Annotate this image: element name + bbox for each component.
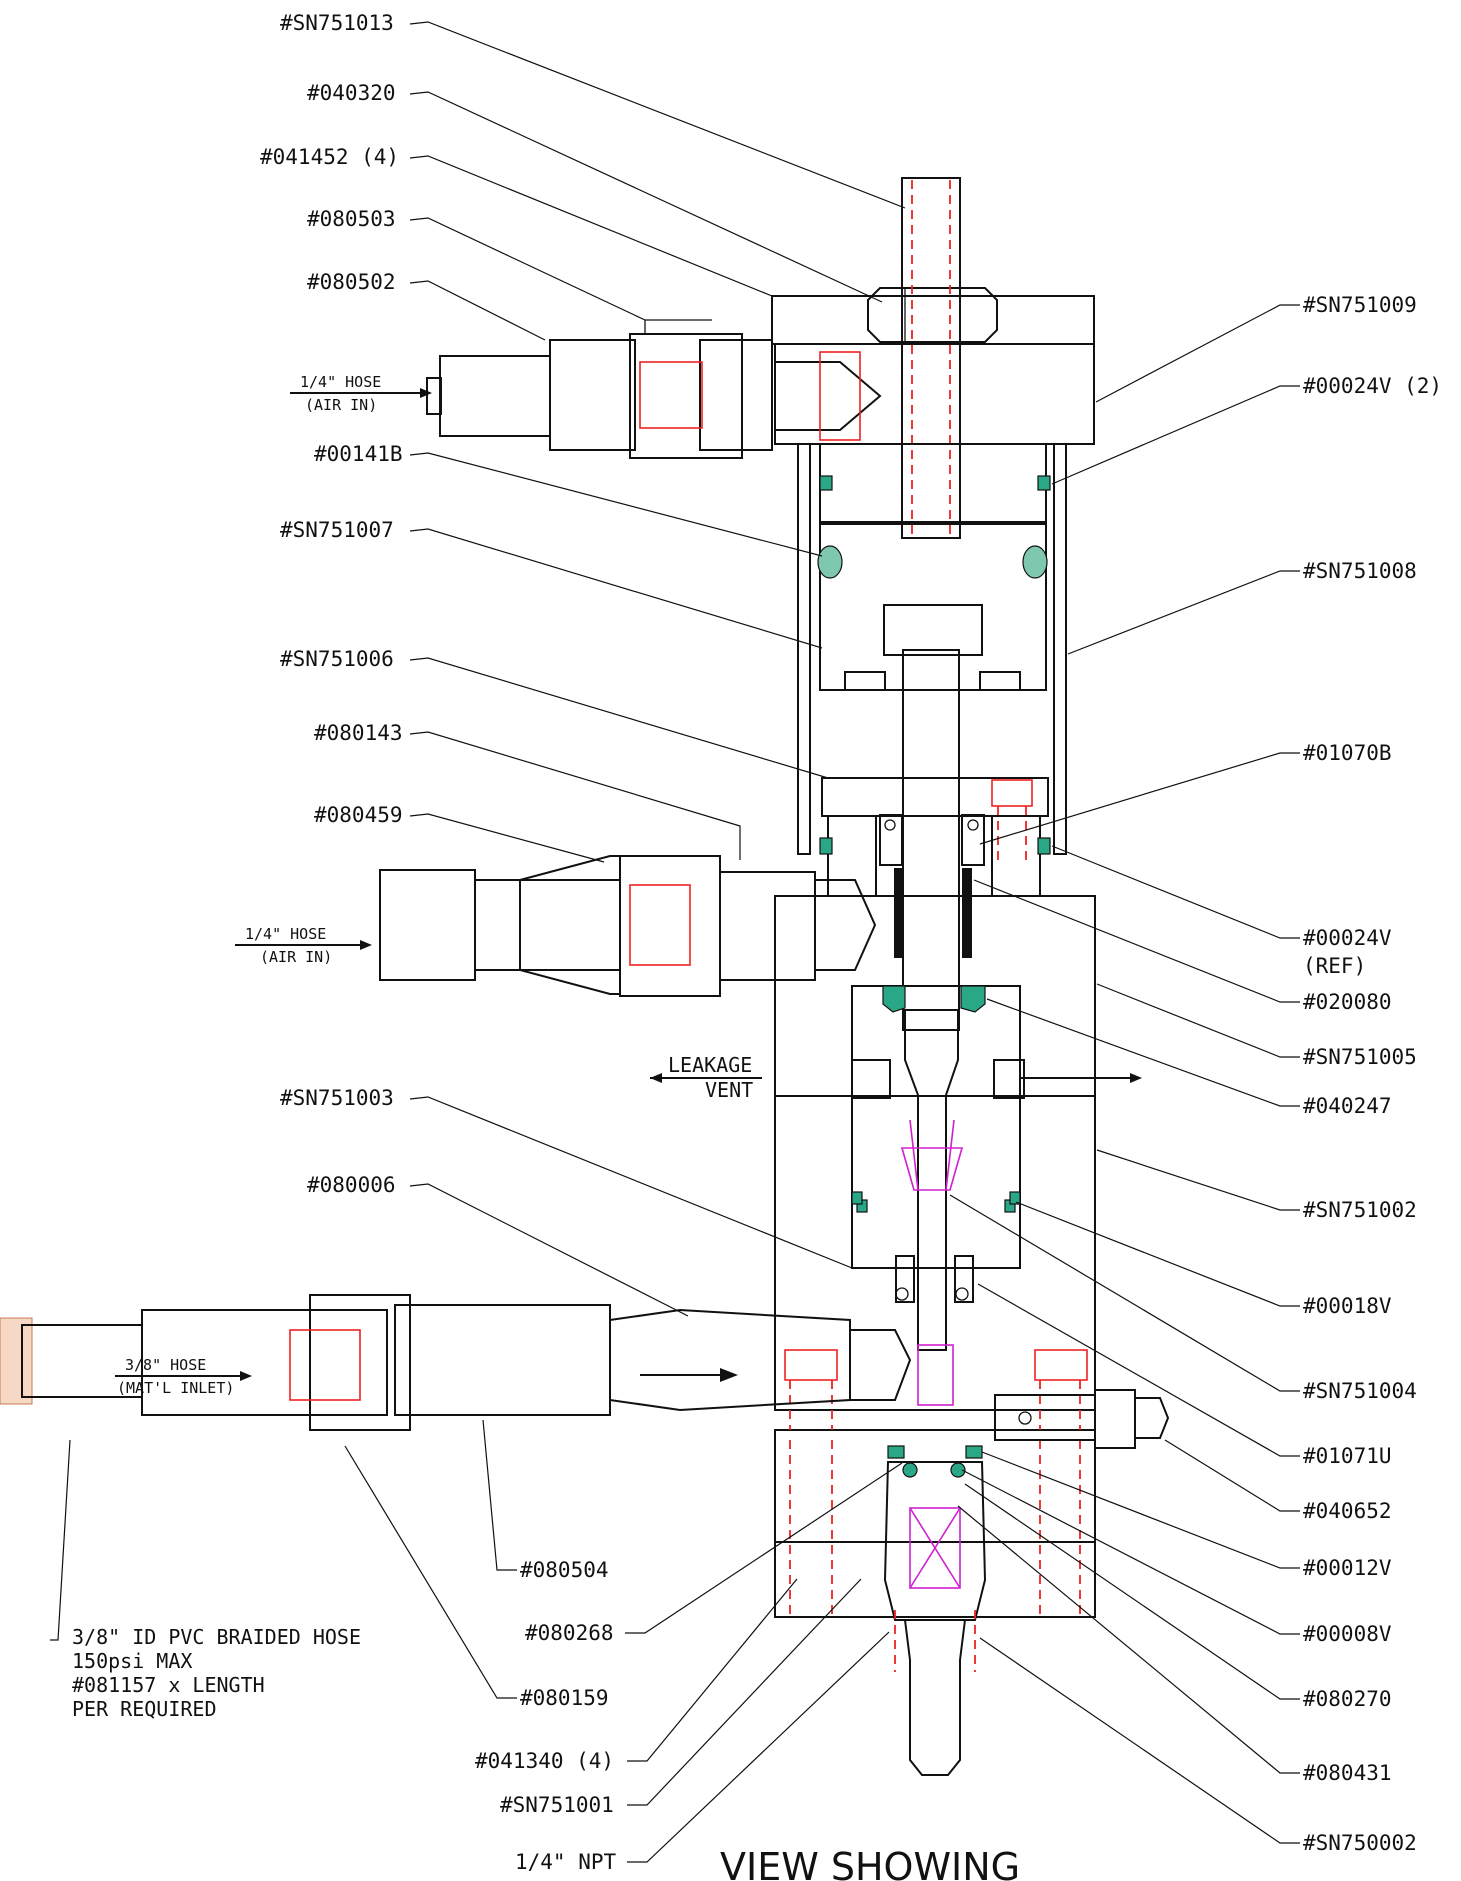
callout-SN751009: #SN751009 bbox=[1303, 293, 1417, 317]
view-title: VIEW SHOWING bbox=[720, 1845, 1020, 1881]
hose-notes: 1/4" HOSE (AIR IN) 1/4" HOSE (AIR IN) 3/… bbox=[115, 373, 1142, 1397]
callout-040247: #040247 bbox=[1303, 1094, 1392, 1118]
hose-spec-line-4: PER REQUIRED bbox=[72, 1697, 217, 1721]
callout-080159: #080159 bbox=[520, 1686, 609, 1710]
callout-080270: #080270 bbox=[1303, 1687, 1392, 1711]
callout-041452: #041452 (4) bbox=[260, 145, 399, 169]
upper-air-fitting bbox=[426, 319, 882, 459]
bottom-callouts: #080504 #080268 #080159 #041340 (4) #SN7… bbox=[344, 1419, 903, 1874]
callout-00024V-2: #00024V (2) bbox=[1303, 374, 1442, 398]
callout-SN751013: #SN751013 bbox=[280, 11, 394, 35]
callout-020080: #020080 bbox=[1303, 990, 1392, 1014]
mat-hose-sub: (MAT'L INLET) bbox=[117, 1379, 234, 1397]
callout-01071U: #01071U bbox=[1303, 1444, 1392, 1468]
vent-label: VENT bbox=[705, 1078, 753, 1102]
callout-00024V-ref: #00024V bbox=[1303, 926, 1392, 950]
callout-00141B: #00141B bbox=[314, 442, 403, 466]
air-hose-mid-label: 1/4" HOSE bbox=[245, 925, 326, 943]
leakage-label: LEAKAGE bbox=[668, 1053, 752, 1077]
callout-080431: #080431 bbox=[1303, 1761, 1392, 1785]
callout-080268: #080268 bbox=[525, 1621, 614, 1645]
hose-spec-note: 3/8" ID PVC BRAIDED HOSE 150psi MAX #081… bbox=[50, 1439, 361, 1721]
hose-spec-line-2: 150psi MAX bbox=[72, 1649, 192, 1673]
material-inlet-fitting bbox=[0, 1294, 912, 1431]
callout-SN751003: #SN751003 bbox=[280, 1086, 394, 1110]
callout-00012V: #00012V bbox=[1303, 1556, 1392, 1580]
callout-080006: #080006 bbox=[307, 1173, 396, 1197]
callout-080504: #080504 bbox=[520, 1558, 609, 1582]
hose-spec-line-1: 3/8" ID PVC BRAIDED HOSE bbox=[72, 1625, 361, 1649]
left-callouts: #SN751013 #040320 #041452 (4) #080503 #0… bbox=[260, 11, 906, 1317]
callout-npt: 1/4" NPT bbox=[515, 1850, 617, 1874]
callout-080143: #080143 bbox=[314, 721, 403, 745]
callout-SN751001: #SN751001 bbox=[500, 1793, 614, 1817]
right-callouts: #SN751009 #00024V (2) #SN751008 #01070B … bbox=[949, 293, 1442, 1855]
callout-SN751004: #SN751004 bbox=[1303, 1379, 1417, 1403]
hose-spec-line-3: #081157 x LENGTH bbox=[72, 1673, 265, 1697]
air-hose-mid-sub: (AIR IN) bbox=[260, 948, 332, 966]
air-hose-top-label: 1/4" HOSE bbox=[300, 373, 381, 391]
valve-assembly-section bbox=[771, 177, 1170, 1776]
callout-SN751006: #SN751006 bbox=[280, 647, 394, 671]
callout-SN750002: #SN750002 bbox=[1303, 1831, 1417, 1855]
callout-ref: (REF) bbox=[1303, 954, 1366, 978]
callout-040320: #040320 bbox=[307, 81, 396, 105]
callout-SN751002: #SN751002 bbox=[1303, 1198, 1417, 1222]
callout-00018V: #00018V bbox=[1303, 1294, 1392, 1318]
callout-SN751007: #SN751007 bbox=[280, 518, 394, 542]
callout-040652: #040652 bbox=[1303, 1499, 1392, 1523]
callout-041340: #041340 (4) bbox=[475, 1749, 614, 1773]
mat-hose-label: 3/8" HOSE bbox=[125, 1356, 206, 1374]
callout-SN751005: #SN751005 bbox=[1303, 1045, 1417, 1069]
callout-SN751008: #SN751008 bbox=[1303, 559, 1417, 583]
callout-080503: #080503 bbox=[307, 207, 396, 231]
callout-00008V: #00008V bbox=[1303, 1622, 1392, 1646]
air-hose-top-sub: (AIR IN) bbox=[305, 396, 377, 414]
lower-air-fitting bbox=[379, 855, 877, 997]
callout-01070B: #01070B bbox=[1303, 741, 1392, 765]
callout-080459: #080459 bbox=[314, 803, 403, 827]
callout-080502: #080502 bbox=[307, 270, 396, 294]
